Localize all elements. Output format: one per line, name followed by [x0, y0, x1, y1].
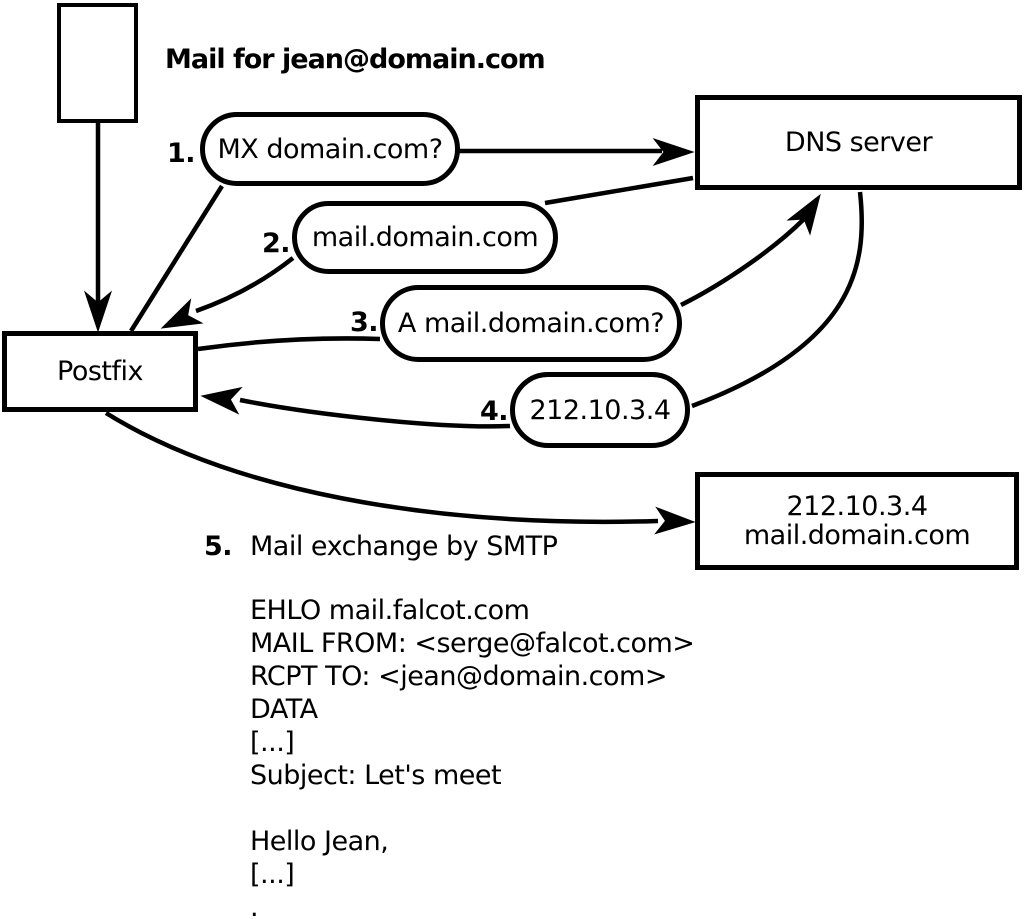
step-5-number: 5.: [203, 531, 233, 562]
smtp-session-transcript: EHLO mail.falcot.com MAIL FROM: <serge@f…: [250, 595, 695, 919]
arrow-a-answer-to-postfix-head: [200, 386, 243, 415]
mx-answer-pill-label: mail.domain.com: [311, 222, 539, 253]
mail-server-node: 212.10.3.4 mail.domain.com: [695, 472, 1019, 570]
arrow-mx-answer-to-postfix-line: [195, 256, 295, 314]
step-3-number: 3.: [349, 307, 379, 338]
step-4-number: 4.: [479, 396, 509, 427]
arrow-mx-query-to-dns-head: [652, 138, 695, 166]
mx-query-pill: MX domain.com?: [200, 112, 460, 186]
dns-server-node: DNS server: [695, 95, 1022, 190]
link-postfix-to-a-query: [197, 336, 381, 352]
a-query-pill: A mail.domain.com?: [380, 285, 682, 362]
link-postfix-to-mx-query: [129, 184, 224, 333]
mail-server-ip: 212.10.3.4: [786, 491, 929, 522]
a-query-pill-label: A mail.domain.com?: [397, 308, 665, 339]
mail-message-icon: [57, 3, 138, 123]
dns-server-node-label: DNS server: [784, 127, 933, 158]
postfix-node: Postfix: [2, 331, 198, 412]
a-answer-pill: 212.10.3.4: [510, 372, 690, 448]
link-dns-to-mx-answer: [544, 175, 694, 206]
step-2-number: 2.: [261, 228, 291, 259]
mx-query-pill-label: MX domain.com?: [217, 133, 443, 165]
arrow-a-query-to-dns-line: [679, 217, 806, 308]
mail-for-label: Mail for jean@domain.com: [165, 44, 546, 75]
postfix-node-label: Postfix: [57, 356, 143, 387]
arrow-a-answer-to-postfix-line: [239, 397, 511, 429]
mail-server-node-label: 212.10.3.4 mail.domain.com: [743, 491, 971, 551]
arrow-smtp-exchange-line: [104, 411, 659, 525]
mx-answer-pill: mail.domain.com: [292, 201, 558, 274]
step-1-number: 1.: [166, 138, 196, 169]
a-answer-pill-label: 212.10.3.4: [529, 394, 672, 426]
arrow-smtp-exchange-head: [654, 506, 696, 535]
mail-server-hostname: mail.domain.com: [743, 520, 971, 551]
arrow-mail-to-postfix-head: [83, 290, 113, 333]
arrow-mx-answer-to-postfix-head: [160, 298, 204, 329]
link-dns-to-a-answer: [691, 191, 864, 409]
arrow-a-query-to-dns-head: [786, 193, 821, 236]
smtp-exchange-label: Mail exchange by SMTP: [250, 531, 558, 562]
